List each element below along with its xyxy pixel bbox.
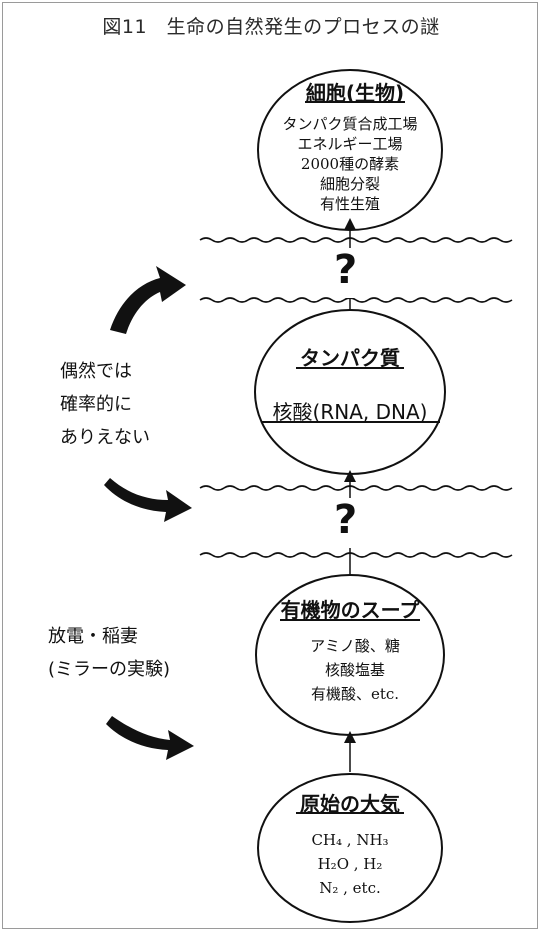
cell-title: 細胞(生物) — [305, 81, 405, 105]
side-note-discharge-line-2: (ミラーの実験) — [48, 659, 171, 680]
cell-line-1: タンパク質合成工場 — [282, 115, 418, 133]
side-note-improbable-line-2: 確率的に — [60, 394, 132, 415]
side-note-discharge: 放電・稲妻 (ミラーの実験) — [48, 620, 170, 686]
side-note-improbable-line-3: ありえない — [60, 427, 150, 448]
wave-line-4 — [199, 552, 513, 558]
question-mask-lower — [330, 498, 370, 548]
protein-subtitle: 核酸(RNA, DNA) — [272, 400, 428, 424]
figure-title: 図11 生命の自然発生のプロセスの謎 — [102, 16, 440, 38]
side-note-improbable-line-1: 偶然では — [60, 361, 132, 382]
protein-ellipse — [254, 309, 446, 475]
wave-line-3 — [199, 485, 513, 491]
soup-line-1: アミノ酸、糖 — [310, 637, 400, 655]
soup-line-2: 核酸塩基 — [324, 661, 385, 679]
atmosphere-title: 原始の大気 — [300, 792, 400, 816]
wave-line-1 — [199, 237, 513, 243]
question-mask-upper — [330, 248, 370, 298]
atmosphere-line-3: N₂ , etc. — [319, 879, 381, 897]
cell-line-4: 細胞分裂 — [319, 175, 380, 193]
wave-line-2 — [199, 297, 513, 303]
protein-title: タンパク質 — [300, 346, 400, 370]
cell-line-3: 2000種の酵素 — [300, 155, 400, 173]
question-mark-upper: ? — [334, 247, 358, 293]
side-note-improbable: 偶然では 確率的に ありえない — [60, 355, 150, 454]
curved-arrow-up-icon — [110, 266, 186, 334]
atmosphere-line-2: H₂O , H₂ — [317, 855, 383, 873]
cell-line-2: エネルギー工場 — [297, 135, 403, 153]
atmosphere-line-1: CH₄ , NH₃ — [311, 831, 389, 849]
question-mark-lower: ? — [334, 497, 358, 543]
atmosphere-ellipse — [257, 773, 443, 923]
side-note-discharge-line-1: 放電・稲妻 — [48, 626, 138, 647]
curved-arrow-down-right-icon-2 — [106, 716, 194, 760]
cell-line-5: 有性生殖 — [319, 195, 380, 213]
soup-line-3: 有機酸、etc. — [310, 685, 400, 703]
curved-arrow-down-right-icon — [104, 478, 192, 522]
soup-title: 有機物のスープ — [280, 598, 420, 622]
